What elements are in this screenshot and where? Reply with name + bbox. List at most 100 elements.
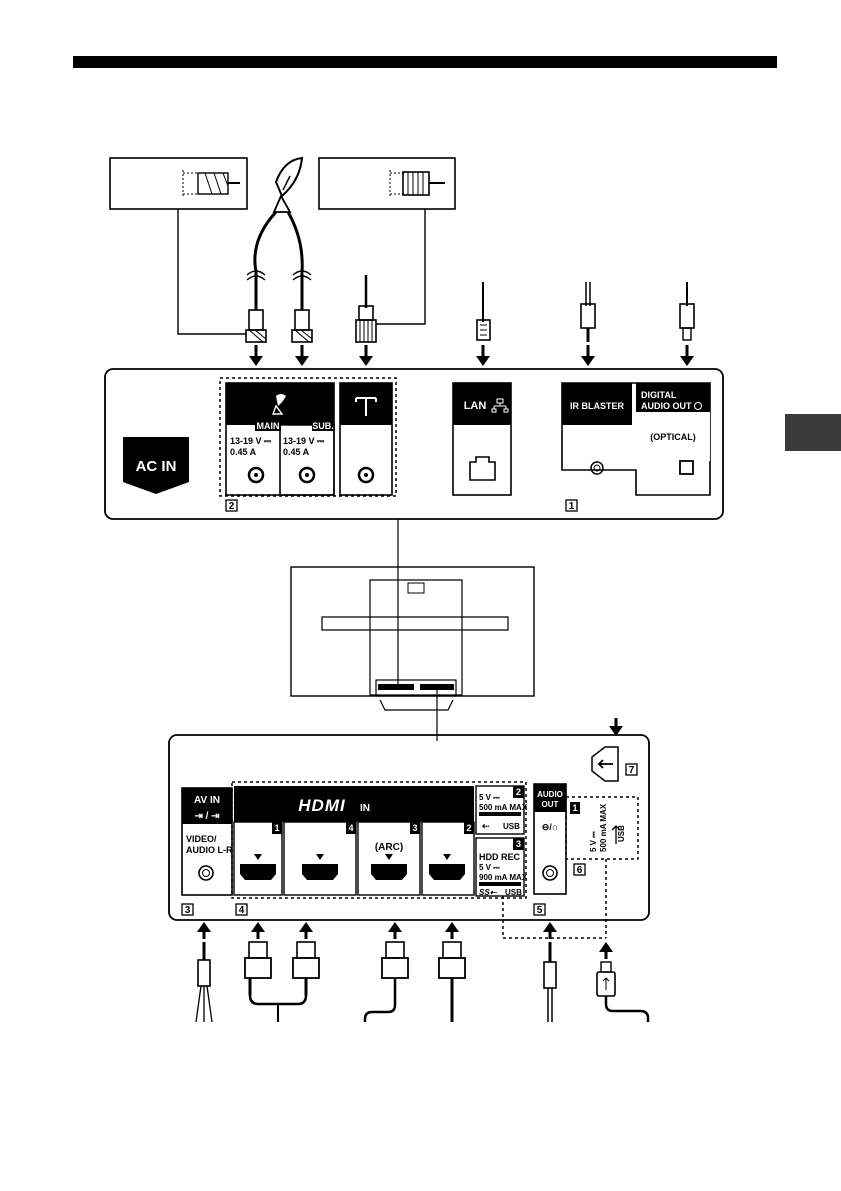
main-label: MAIN (257, 421, 280, 431)
hdmi-cable-2 (293, 942, 319, 995)
side-usb-rating: 5 V ⎓ (589, 831, 598, 852)
svg-text:5: 5 (537, 905, 543, 916)
ac-in-badge: AC IN (123, 437, 189, 494)
tv-stand (322, 580, 508, 710)
top-arrows (249, 345, 694, 366)
superspeed-usb-icon: SS⇠ (479, 888, 498, 897)
lan-plug (477, 282, 490, 340)
main-current: 0.45 A (230, 447, 257, 457)
lan-port-block: LAN (453, 383, 511, 495)
iec-connector-box (319, 158, 455, 209)
svg-text:7: 7 (629, 765, 635, 776)
usb3-block: 3 HDD REC 5 V ⎓ 900 mA MAX SS⇠ USB (476, 838, 528, 897)
callout-7: 7 (626, 764, 637, 776)
satellite-input-block: MAIN SUB. 13-19 V ⎓ 0.45 A 13-19 V ⎓ 0.4… (226, 383, 334, 495)
hdmi-port-2-number: 2 (466, 823, 471, 833)
svg-text:1: 1 (569, 501, 575, 512)
side-usb-current: 500 mA MAX (599, 803, 608, 852)
svg-text:6: 6 (577, 865, 583, 876)
sub-label: SUB. (312, 421, 334, 431)
usb2-number: 2 (516, 787, 521, 797)
antenna-input-block (340, 383, 392, 495)
side-slot-icon (592, 747, 618, 781)
audio-out-label-2: OUT (542, 800, 559, 809)
callout-6: 6 (574, 864, 585, 876)
optical-port[interactable] (680, 461, 693, 474)
f-plug-sub (292, 310, 312, 342)
f-plug-main (246, 310, 266, 342)
usb3-label: USB (505, 888, 522, 897)
video-audio-label-2: AUDIO L-R (186, 845, 233, 855)
digital-audio-label-2: AUDIO OUT (641, 401, 692, 411)
av-in-block: AV IN ⇥ / ⇥ VIDEO/ AUDIO L-R (182, 788, 233, 895)
av-in-jack[interactable] (199, 866, 213, 880)
video-audio-label-1: VIDEO/ (186, 834, 217, 844)
hdmi-cable-1 (245, 942, 271, 995)
hdmi-cable-4 (439, 942, 465, 1022)
input-icons: ⇥ / ⇥ (194, 811, 220, 822)
svg-text:3: 3 (185, 905, 191, 916)
usb-plug (597, 962, 648, 1022)
callout-4: 4 (236, 904, 247, 916)
callout-5: 5 (534, 904, 545, 916)
usb-link-line (503, 859, 606, 938)
hdmi-port-2[interactable] (429, 864, 465, 880)
av-mini-plug (196, 942, 212, 1022)
digital-audio-label-1: DIGITAL (641, 390, 677, 400)
usb2-current: 500 mA MAX (479, 803, 528, 812)
callout-1: 1 (566, 500, 577, 512)
dish-cable-main (255, 212, 276, 310)
dish-cable-sub (288, 212, 302, 310)
hdmi-in-label: IN (360, 803, 370, 814)
main-rating: 13-19 V ⎓ (230, 436, 272, 446)
callout-2: 2 (226, 500, 237, 512)
ac-in-label: AC IN (136, 458, 177, 475)
iec-plug (356, 275, 376, 342)
usb2-rating: 5 V ⎓ (479, 793, 500, 802)
lan-port[interactable] (470, 457, 495, 480)
svg-text:2: 2 (229, 501, 235, 512)
header-bar (73, 56, 777, 68)
optical-label: (OPTICAL) (650, 432, 696, 442)
sub-rating: 13-19 V ⎓ (283, 436, 325, 446)
lan-label: LAN (464, 400, 487, 412)
tv-rear-view (291, 567, 534, 696)
sub-current: 0.45 A (283, 447, 310, 457)
hdmi-port-3[interactable] (371, 864, 407, 880)
hdmi-port-4[interactable] (302, 864, 338, 880)
audio-out-jack[interactable] (543, 866, 557, 880)
side-usb-block: 1 5 V ⎓ 500 mA MAX USB (570, 802, 626, 852)
section-edge-tab (785, 414, 841, 451)
usb3-current: 900 mA MAX (479, 873, 528, 882)
hdmi-block: HDMI IN 1 4 3 2 (ARC) (234, 786, 474, 895)
usb3-rating: 5 V ⎓ (479, 863, 500, 872)
hdmi-port-1-number: 1 (274, 823, 279, 833)
hdmi-cable-3 (365, 942, 408, 1022)
usb2-block: 2 5 V ⎓ 500 mA MAX ⇠ USB (476, 786, 528, 834)
hdmi-logo: HDMI (298, 796, 346, 815)
headphone-icon: ⊖/∩ (542, 822, 559, 832)
lower-connector-panel (169, 735, 649, 920)
hdmi-port-3-number: 3 (412, 823, 417, 833)
hdmi-port-1[interactable] (240, 864, 276, 880)
usb3-number: 3 (516, 839, 521, 849)
f-connector-box (110, 158, 247, 209)
arc-label: (ARC) (375, 842, 403, 853)
audio-mini-plug (544, 942, 556, 1022)
ir-audio-block: IR BLASTER DIGITAL AUDIO OUT (OPTICAL) (562, 383, 710, 495)
satellite-dish-icon (274, 158, 302, 212)
audio-out-block: AUDIO OUT ⊖/∩ (534, 784, 566, 894)
optical-plug (680, 282, 694, 340)
ir-blaster-label: IR BLASTER (570, 401, 625, 411)
hdd-rec-label: HDD REC (479, 852, 521, 862)
callout-3: 3 (182, 904, 193, 916)
ir-blaster-jack[interactable] (591, 462, 603, 474)
usb2-label: USB (503, 822, 520, 831)
ir-blaster-plug (581, 282, 595, 342)
hdmi-port-4-number: 4 (348, 823, 353, 833)
audio-out-label-1: AUDIO (537, 790, 563, 799)
svg-text:4: 4 (239, 905, 245, 916)
side-usb-number: 1 (572, 803, 577, 813)
usb-icon: ⇠ (482, 821, 490, 831)
